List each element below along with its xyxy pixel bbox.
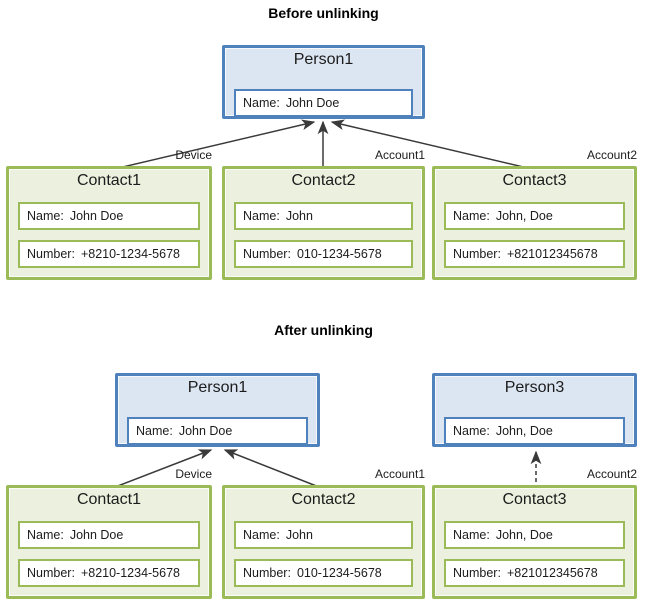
- name-field: Name: John Doe: [127, 417, 308, 445]
- field-label: Name:: [453, 528, 490, 542]
- field-value: John Doe: [69, 209, 124, 223]
- name-field: Name: John: [234, 521, 413, 549]
- link-label-account2-before: Account2: [586, 148, 637, 162]
- contact3-box-after: Contact3 Name: John, Doe Number: +821012…: [432, 485, 637, 599]
- contact3-box-before: Contact3 Name: John, Doe Number: +821012…: [432, 166, 637, 280]
- field-value: John Doe: [285, 96, 340, 110]
- entity-title: Person1: [293, 51, 354, 68]
- link-label-account1-before: Account1: [374, 148, 425, 162]
- field-label: Name:: [453, 209, 490, 223]
- field-label: Number:: [453, 247, 501, 261]
- name-field: Name: John, Doe: [444, 202, 625, 230]
- field-value: John, Doe: [495, 209, 553, 223]
- section-title-before: Before unlinking: [268, 5, 379, 21]
- field-label: Name:: [243, 209, 280, 223]
- field-value: 010-1234-5678: [296, 566, 382, 580]
- link-label-device-before: Device: [175, 148, 212, 162]
- person1-box-after: Person1 Name: John Doe: [115, 373, 320, 447]
- field-value: John Doe: [178, 424, 233, 438]
- number-field: Number: +821012345678: [444, 559, 625, 587]
- section-title-after: After unlinking: [274, 322, 373, 338]
- entity-title: Contact2: [291, 172, 356, 189]
- contact1-box-before: Contact1 Name: John Doe Number: +8210-12…: [6, 166, 212, 280]
- entity-title: Contact3: [502, 172, 567, 189]
- field-value: John, Doe: [495, 424, 553, 438]
- contact1-box-after: Contact1 Name: John Doe Number: +8210-12…: [6, 485, 212, 599]
- name-field: Name: John Doe: [18, 521, 200, 549]
- field-value: John: [285, 528, 313, 542]
- field-value: +8210-1234-5678: [80, 247, 180, 261]
- field-value: John: [285, 209, 313, 223]
- field-label: Name:: [27, 528, 64, 542]
- field-value: +8210-1234-5678: [80, 566, 180, 580]
- contact2-box-before: Contact2 Name: John Number: 010-1234-567…: [222, 166, 425, 280]
- number-field: Number: 010-1234-5678: [234, 240, 413, 268]
- link-label-account1-after: Account1: [374, 467, 425, 481]
- field-label: Name:: [136, 424, 173, 438]
- field-label: Name:: [453, 424, 490, 438]
- entity-title: Contact2: [291, 491, 356, 508]
- entity-title: Person3: [504, 379, 565, 396]
- field-value: John Doe: [69, 528, 124, 542]
- field-label: Number:: [243, 247, 291, 261]
- entity-title: Person1: [187, 379, 248, 396]
- field-label: Number:: [27, 566, 75, 580]
- link-label-device-after: Device: [175, 467, 212, 481]
- field-label: Name:: [243, 528, 280, 542]
- field-value: +821012345678: [506, 247, 598, 261]
- number-field: Number: +8210-1234-5678: [18, 240, 200, 268]
- field-label: Number:: [453, 566, 501, 580]
- field-value: 010-1234-5678: [296, 247, 382, 261]
- name-field: Name: John, Doe: [444, 521, 625, 549]
- entity-title: Contact1: [76, 172, 142, 189]
- person3-box-after: Person3 Name: John, Doe: [432, 373, 637, 447]
- arrow-contact2-to-person1-after: [223, 449, 325, 490]
- field-label: Number:: [27, 247, 75, 261]
- name-field: Name: John Doe: [18, 202, 200, 230]
- number-field: Number: 010-1234-5678: [234, 559, 413, 587]
- arrow-contact3-to-person1-before: [330, 119, 537, 171]
- field-value: +821012345678: [506, 566, 598, 580]
- number-field: Number: +821012345678: [444, 240, 625, 268]
- name-field: Name: John: [234, 202, 413, 230]
- entity-title: Contact1: [76, 491, 142, 508]
- link-label-account2-after: Account2: [586, 467, 637, 481]
- person1-box-before: Person1 Name: John Doe: [222, 45, 425, 119]
- contact2-box-after: Contact2 Name: John Number: 010-1234-567…: [222, 485, 425, 599]
- field-label: Name:: [27, 209, 64, 223]
- name-field: Name: John Doe: [234, 89, 413, 117]
- name-field: Name: John, Doe: [444, 417, 625, 445]
- field-label: Name:: [243, 96, 280, 110]
- field-value: John, Doe: [495, 528, 553, 542]
- field-label: Number:: [243, 566, 291, 580]
- entity-title: Contact3: [502, 491, 567, 508]
- arrow-contact1-to-person1-before: [109, 119, 316, 171]
- number-field: Number: +8210-1234-5678: [18, 559, 200, 587]
